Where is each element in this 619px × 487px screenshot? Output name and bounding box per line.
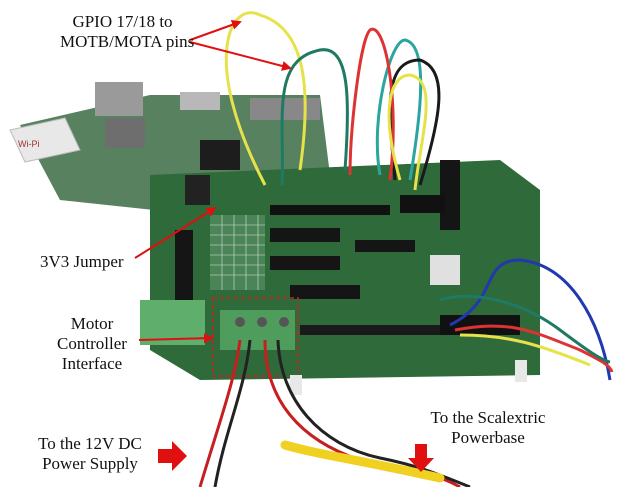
raspberry-pi-board: [20, 82, 330, 215]
interface-board: [150, 160, 540, 380]
red-arrow-icon: [138, 333, 214, 344]
scalextric-label: To the Scalextric Powerbase: [413, 408, 563, 448]
power-supply-label: To the 12V DC Power Supply: [20, 434, 160, 474]
terminal-blocks: [140, 300, 295, 350]
red-block-arrow-icon: [408, 444, 434, 472]
jumper-label: 3V3 Jumper: [40, 252, 124, 271]
motor-label-line3: Interface: [61, 354, 123, 373]
standoff: [290, 375, 302, 395]
power-label-line2: Power Supply: [42, 454, 138, 473]
scalextric-label-line2: Powerbase: [451, 428, 525, 447]
scalextric-label-line1: To the Scalextric: [430, 408, 546, 427]
svg-text:Wi-Pi: Wi-Pi: [18, 139, 40, 149]
motor-label-line2: Controller: [57, 334, 127, 353]
red-block-arrow-icon: [158, 441, 187, 471]
jumper-wires: [224, 11, 441, 191]
wifi-dongle: Wi-Pi: [9, 117, 81, 163]
red-arrow-icon: [189, 41, 292, 71]
power-cables: [198, 339, 471, 487]
motor-label-line1: Motor: [70, 314, 114, 333]
gpio-label-line2: MOTB/MOTA pins: [60, 32, 195, 51]
gpio-label: GPIO 17/18 to MOTB/MOTA pins: [60, 12, 195, 52]
standoff: [515, 360, 527, 382]
right-wires: [439, 258, 614, 381]
gpio-label-line1: GPIO 17/18 to: [72, 12, 173, 31]
power-label-line1: To the 12V DC: [38, 434, 142, 453]
motor-controller-label: Motor Controller Interface: [48, 314, 136, 374]
red-arrow-icon: [134, 206, 217, 259]
red-arrow-icon: [189, 20, 242, 41]
